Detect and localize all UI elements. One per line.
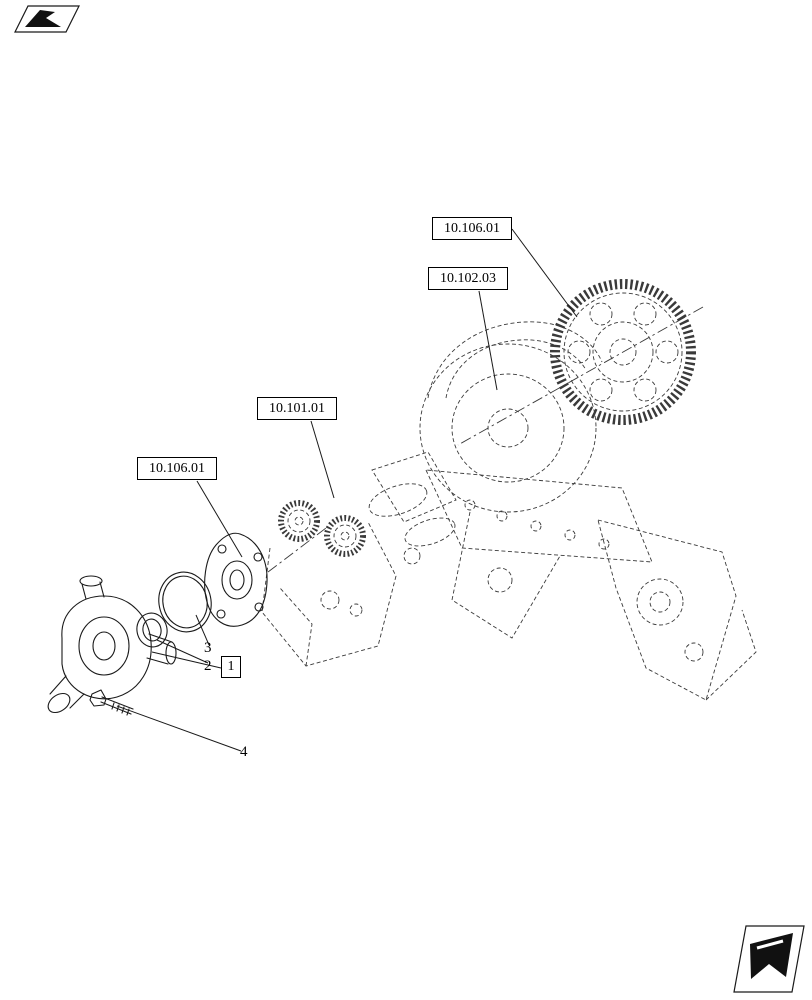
timing-gear-drawing xyxy=(457,279,704,446)
leader-lines xyxy=(116,228,578,752)
ref-link-water-pump-mount[interactable]: 10.106.01 xyxy=(137,457,217,480)
callout-2-seal[interactable]: 2 xyxy=(204,658,212,674)
engine-assembly-drawing xyxy=(419,321,757,701)
callout-3-oring[interactable]: 3 xyxy=(204,640,212,656)
nav-flag-icon[interactable] xyxy=(14,5,80,33)
callout-1-assembly-box[interactable]: 1 xyxy=(221,656,241,678)
ref-link-timing-gear[interactable]: 10.106.01 xyxy=(432,217,512,240)
seal-drawing xyxy=(136,612,168,648)
bolt-drawing xyxy=(89,689,134,716)
cylinder-block-drawing xyxy=(261,451,457,667)
ref-link-engine-assembly[interactable]: 10.102.03 xyxy=(428,267,508,290)
ref-link-cylinder-block[interactable]: 10.101.01 xyxy=(257,397,337,420)
oring-drawing xyxy=(158,571,212,633)
water-pump-drawing xyxy=(47,532,268,714)
callout-4-bolt[interactable]: 4 xyxy=(240,744,248,760)
section-pictogram-icon[interactable] xyxy=(733,925,805,993)
